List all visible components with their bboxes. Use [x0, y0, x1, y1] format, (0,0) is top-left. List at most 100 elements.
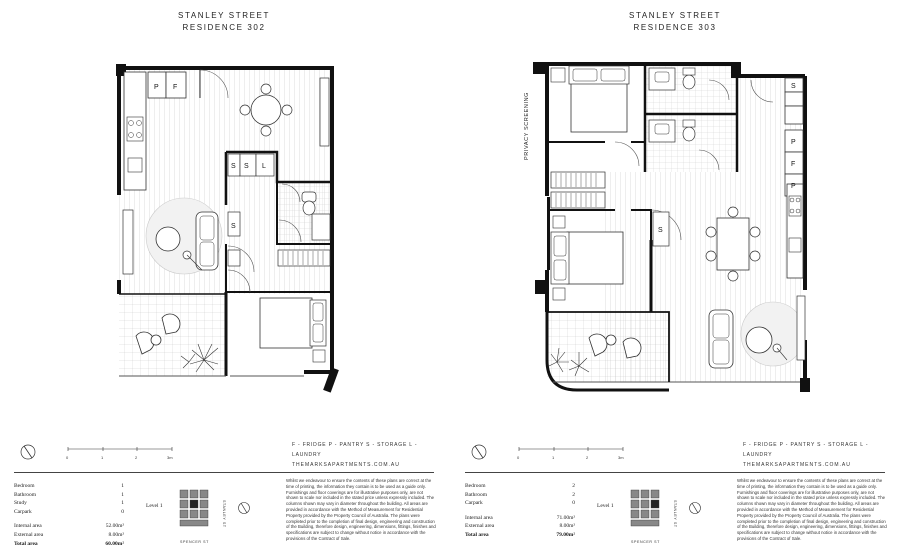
scale-tick: 0: [66, 455, 69, 460]
chair: [705, 226, 717, 238]
wardrobe: [277, 249, 331, 267]
column: [116, 64, 126, 76]
bed: [566, 231, 624, 285]
laundry: [255, 153, 275, 177]
bedside-table: [312, 349, 326, 363]
basin: [654, 123, 670, 135]
vanity: [648, 119, 676, 143]
website-link[interactable]: THEMARKSAPARTMENTS.COM.AU: [743, 462, 851, 468]
side-table: [150, 334, 162, 346]
laundry-label: L: [262, 163, 266, 170]
door-swing: [708, 79, 730, 101]
chair: [239, 104, 251, 116]
balcony-floor: [547, 312, 669, 382]
wall: [547, 311, 670, 382]
divider: [14, 472, 434, 473]
plant-icon: [548, 347, 590, 377]
entry-door: [199, 69, 229, 99]
appliance: [784, 91, 804, 107]
column: [535, 280, 547, 294]
plant-icon: [180, 343, 219, 373]
residence-302-title: STANLEY STREET RESIDENCE 302: [4, 10, 444, 34]
pillow: [553, 235, 567, 257]
sideboard: [319, 77, 330, 147]
coffee-table: [155, 226, 181, 252]
scale-tick: 3m: [167, 455, 173, 460]
vanity: [311, 213, 331, 241]
wall: [226, 150, 332, 184]
legend-text: F - FRIDGE P - PANTRY S - STORAGE L - LA…: [743, 442, 869, 458]
street-label: SPENCER ST: [180, 540, 209, 544]
chair: [705, 250, 717, 262]
privacy-screening-label: PRIVACY SCREENING: [524, 92, 530, 160]
building-name: STANLEY STREET: [178, 11, 270, 20]
appliance: [784, 105, 804, 125]
legend-text: F - FRIDGE P - PANTRY S - STORAGE L - LA…: [292, 442, 418, 458]
vanity: [648, 67, 676, 91]
street-label: STANLEY ST: [222, 500, 226, 528]
coffee-table: [745, 326, 773, 354]
toilet: [682, 74, 696, 90]
key-plan: [630, 489, 660, 527]
bed: [259, 297, 313, 349]
wall: [276, 182, 332, 245]
door-swing: [614, 141, 640, 167]
toilet: [301, 191, 317, 203]
storage: [652, 211, 670, 247]
floor-plan-303: S PRIVACY SCREENING S P F P: [524, 62, 810, 392]
north-arrow-icon: [471, 444, 487, 460]
pillow: [312, 323, 324, 343]
divider: [465, 472, 885, 473]
column: [533, 62, 549, 74]
sink: [127, 157, 143, 173]
residence-302-panel: STANLEY STREET RESIDENCE 302 P: [4, 0, 444, 556]
door-swing: [650, 209, 682, 241]
chair: [749, 250, 761, 262]
fridge-label: F: [173, 84, 177, 91]
fridge-label: F: [791, 161, 795, 168]
floor-plan-302: P F S S L S: [116, 64, 339, 393]
column: [731, 62, 741, 78]
storage: [227, 211, 241, 237]
cooktop: [126, 116, 144, 142]
fridge: [165, 71, 187, 99]
north-arrow-icon: [238, 502, 250, 514]
bedhead: [550, 231, 570, 285]
storage-label: S: [231, 163, 236, 170]
pantry-label: P: [154, 84, 159, 91]
dining-table: [250, 94, 282, 126]
storage-label: S: [791, 83, 796, 90]
scale-bar: 0 1 2 3m: [66, 447, 173, 460]
door-swing: [281, 183, 301, 203]
scale-bar: 0 1 2 3m: [517, 447, 624, 460]
door-swing: [278, 219, 302, 243]
tv-unit: [122, 209, 134, 275]
scale-legend-row: 0 1 2 3m F - FRIDGE P - PANTRY S - STORA…: [465, 440, 885, 468]
chair: [281, 104, 293, 116]
door-swing: [227, 269, 251, 293]
scale-tick: 0: [517, 455, 520, 460]
wall: [547, 197, 550, 270]
sofa: [195, 211, 219, 271]
wall: [643, 64, 739, 172]
door-swing: [698, 149, 720, 171]
website-link[interactable]: THEMARKSAPARTMENTS.COM.AU: [292, 462, 400, 468]
disclaimer: Whilst we endeavour to ensure the conten…: [286, 478, 436, 541]
bedside-table: [552, 287, 566, 301]
chair: [749, 226, 761, 238]
bedside-table: [550, 67, 566, 83]
street-label: STANLEY ST: [673, 500, 677, 528]
balcony-floor: [119, 294, 226, 376]
pantry-label: P: [791, 139, 796, 146]
